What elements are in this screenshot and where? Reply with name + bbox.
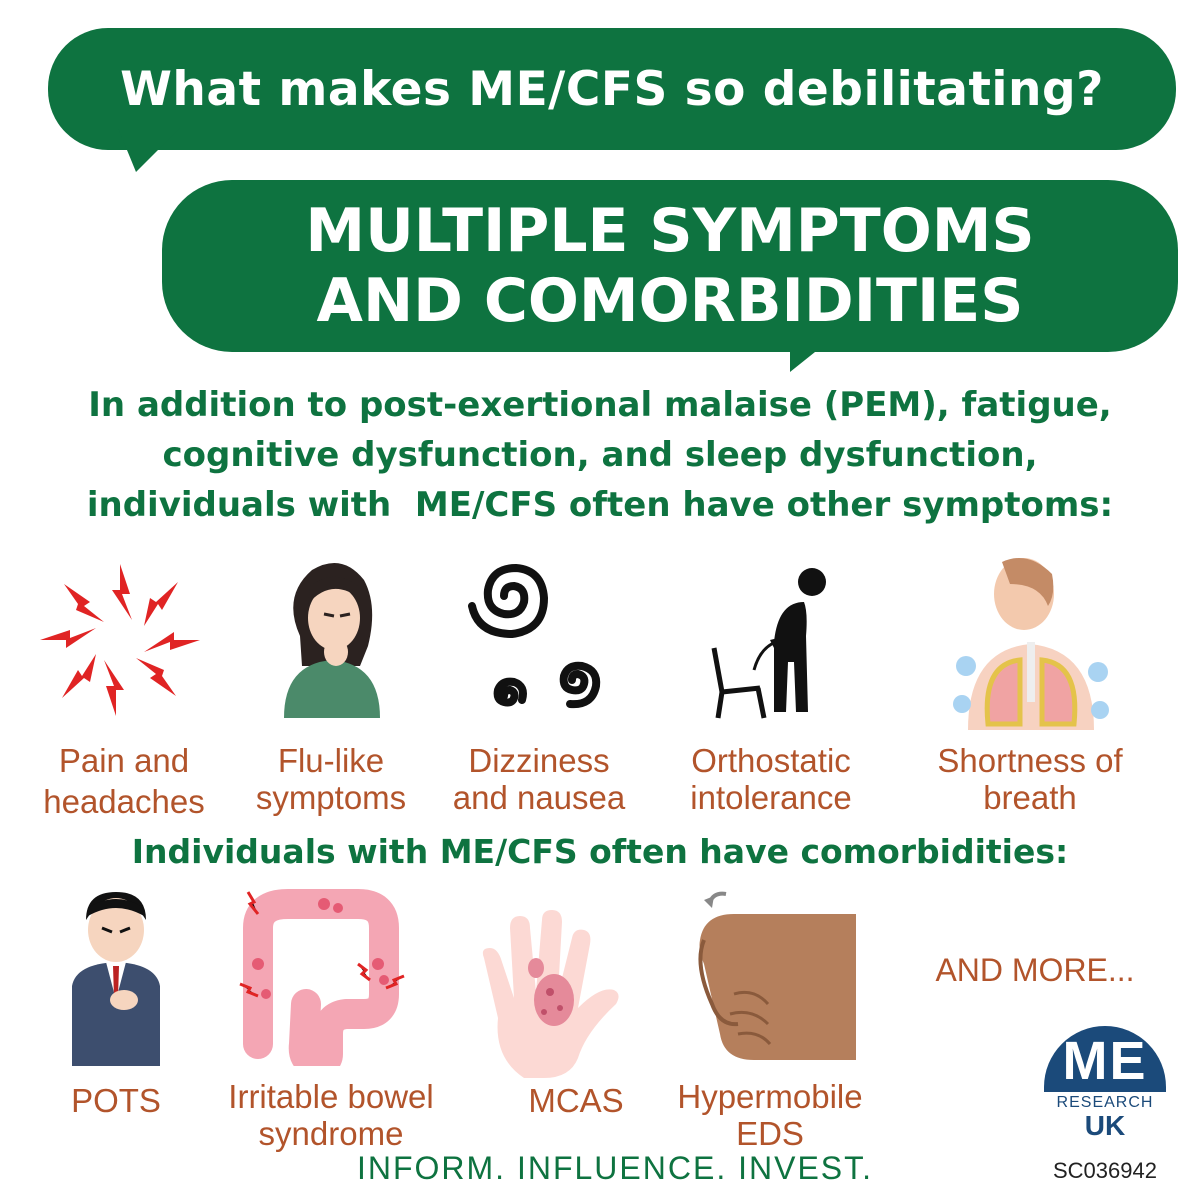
sick-woman-icon <box>284 562 380 718</box>
intro-line-3: individuals with ME/CFS often have other… <box>86 485 1114 525</box>
logo-word-uk: UK <box>1084 1110 1126 1141</box>
bending-thumb-icon <box>698 891 856 1060</box>
comorbidities-heading: Individuals with ME/CFS often have comor… <box>131 832 1069 871</box>
me-research-uk-logo: ME RESEARCH UK <box>1040 1026 1172 1146</box>
logo-letters: ME <box>1062 1031 1148 1091</box>
comorbidity-label-pots: POTS <box>71 1082 161 1119</box>
intro-line-2: cognitive dysfunction, and sleep dysfunc… <box>162 435 1038 475</box>
lungs-icon <box>953 558 1109 730</box>
headline-line-1: MULTIPLE SYMPTOMS <box>305 196 1035 266</box>
lightning-burst-icon <box>40 564 200 716</box>
question-text: What makes ME/CFS so debilitating? <box>120 61 1104 117</box>
stooped-person-icon <box>711 568 826 719</box>
and-more-text: AND MORE... <box>935 952 1135 988</box>
charity-number: SC036942 <box>1053 1158 1157 1183</box>
intro-text: In addition to post-exertional malaise (… <box>20 380 1180 530</box>
question-bubble-tail <box>118 128 180 172</box>
tagline: INFORM. INFLUENCE. INVEST. <box>356 1150 874 1186</box>
man-chest-pain-icon <box>72 892 160 1066</box>
headline-line-2: AND COMORBIDITIES <box>316 266 1024 336</box>
spiral-icon <box>468 563 601 709</box>
headline-bubble: MULTIPLE SYMPTOMS AND COMORBIDITIES <box>162 180 1178 352</box>
logo-word-research: RESEARCH <box>1056 1094 1154 1111</box>
intro-line-1: In addition to post-exertional malaise (… <box>88 385 1112 425</box>
headline-bubble-tail <box>790 340 830 372</box>
question-bubble: What makes ME/CFS so debilitating? <box>48 28 1176 150</box>
rash-hand-icon <box>482 910 619 1078</box>
comorbidity-label-mcas: MCAS <box>528 1082 624 1119</box>
intestine-icon <box>239 889 405 1066</box>
